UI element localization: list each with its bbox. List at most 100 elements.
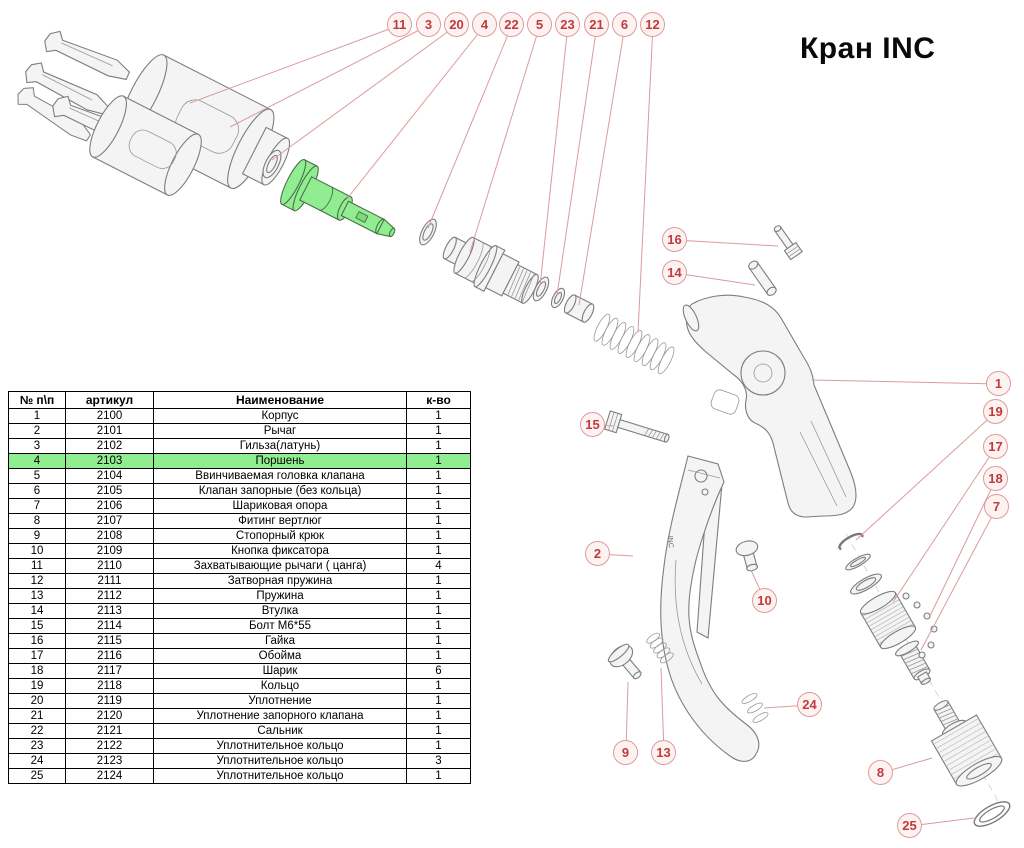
part-stop-hook — [607, 643, 642, 680]
cell-num: 10 — [8, 543, 66, 559]
cell-name: Затворная пружина — [153, 573, 407, 589]
cell-art: 2107 — [65, 513, 154, 529]
cell-qty: 1 — [406, 618, 471, 634]
callout-2: 2 — [585, 541, 610, 566]
cell-qty: 1 — [406, 438, 471, 454]
part-washer-22 — [419, 218, 437, 246]
cell-name: Стопорный крюк — [153, 528, 407, 544]
cell-num: 7 — [8, 498, 66, 514]
cell-num: 6 — [8, 483, 66, 499]
cell-qty: 1 — [406, 543, 471, 559]
cell-art: 2110 — [65, 558, 154, 574]
cell-num: 15 — [8, 618, 66, 634]
cell-num: 11 — [8, 558, 66, 574]
cell-art: 2121 — [65, 723, 154, 739]
cell-qty: 1 — [406, 708, 471, 724]
cell-num: 9 — [8, 528, 66, 544]
cell-name: Захватывающие рычаги ( цанга) — [153, 558, 407, 574]
callout-17: 17 — [983, 434, 1008, 459]
cell-art: 2102 — [65, 438, 154, 454]
cell-num: 20 — [8, 693, 66, 709]
leader-line-21 — [556, 24, 598, 296]
callout-19: 19 — [983, 399, 1008, 424]
cell-art: 2112 — [65, 588, 154, 604]
part-orings-24 — [741, 693, 769, 723]
cell-qty: 1 — [406, 423, 471, 439]
cell-name: Уплотнительное кольцо — [153, 753, 407, 769]
cell-name: Уплотнение — [153, 693, 407, 709]
part-cage — [859, 590, 917, 650]
part-small-spring — [646, 632, 674, 664]
cell-num: 23 — [8, 738, 66, 754]
cell-name: Ввинчиваемая головка клапана — [153, 468, 407, 484]
cell-qty: 1 — [406, 408, 471, 424]
cell-num: 24 — [8, 753, 66, 769]
leader-line-23 — [539, 24, 569, 287]
cell-name: Кнопка фиксатора — [153, 543, 407, 559]
cell-num: 5 — [8, 468, 66, 484]
part-collet-jaws — [17, 30, 139, 146]
cell-qty: 1 — [406, 453, 471, 469]
part-nut — [773, 225, 803, 261]
cell-qty: 1 — [406, 723, 471, 739]
cell-name: Втулка — [153, 603, 407, 619]
cell-name: Пружина — [153, 588, 407, 604]
cell-art: 2104 — [65, 468, 154, 484]
part-swivel-fitting — [930, 700, 1003, 787]
cell-num: 13 — [8, 588, 66, 604]
leader-line-12 — [637, 24, 654, 333]
cell-qty: 3 — [406, 753, 471, 769]
callout-9: 9 — [613, 740, 638, 765]
cell-num: 8 — [8, 513, 66, 529]
callout-13: 13 — [651, 740, 676, 765]
callout-10: 10 — [752, 588, 777, 613]
cell-name: Шарик — [153, 663, 407, 679]
cell-name: Гильза(латунь) — [153, 438, 407, 454]
part-washer-lower — [845, 553, 871, 571]
leader-line-3 — [229, 24, 430, 128]
cell-art: 2122 — [65, 738, 154, 754]
part-oring-23 — [532, 276, 550, 302]
leader-line-4 — [345, 24, 486, 201]
column-header: к-во — [406, 391, 471, 409]
leader-line-22 — [427, 24, 513, 229]
cell-name: Клапан запорные (без кольца) — [153, 483, 407, 499]
cell-qty: 1 — [406, 603, 471, 619]
cell-name: Болт М6*55 — [153, 618, 407, 634]
cell-art: 2105 — [65, 483, 154, 499]
cell-art: 2103 — [65, 453, 154, 469]
leader-line-17 — [892, 446, 997, 603]
callout-4: 4 — [472, 12, 497, 37]
callout-14: 14 — [662, 260, 687, 285]
part-lever: INC — [660, 455, 760, 762]
callout-7: 7 — [984, 494, 1009, 519]
cell-num: 17 — [8, 648, 66, 664]
cell-num: 18 — [8, 663, 66, 679]
cell-qty: 1 — [406, 678, 471, 694]
cell-qty: 1 — [406, 693, 471, 709]
cell-qty: 1 — [406, 498, 471, 514]
part-oring-25 — [973, 801, 1011, 827]
part-valve-head — [442, 236, 539, 304]
cell-art: 2101 — [65, 423, 154, 439]
part-piston — [280, 159, 396, 238]
cell-qty: 1 — [406, 768, 471, 784]
part-lock-button — [735, 540, 759, 572]
cell-art: 2106 — [65, 498, 154, 514]
leader-line-5 — [469, 24, 541, 253]
